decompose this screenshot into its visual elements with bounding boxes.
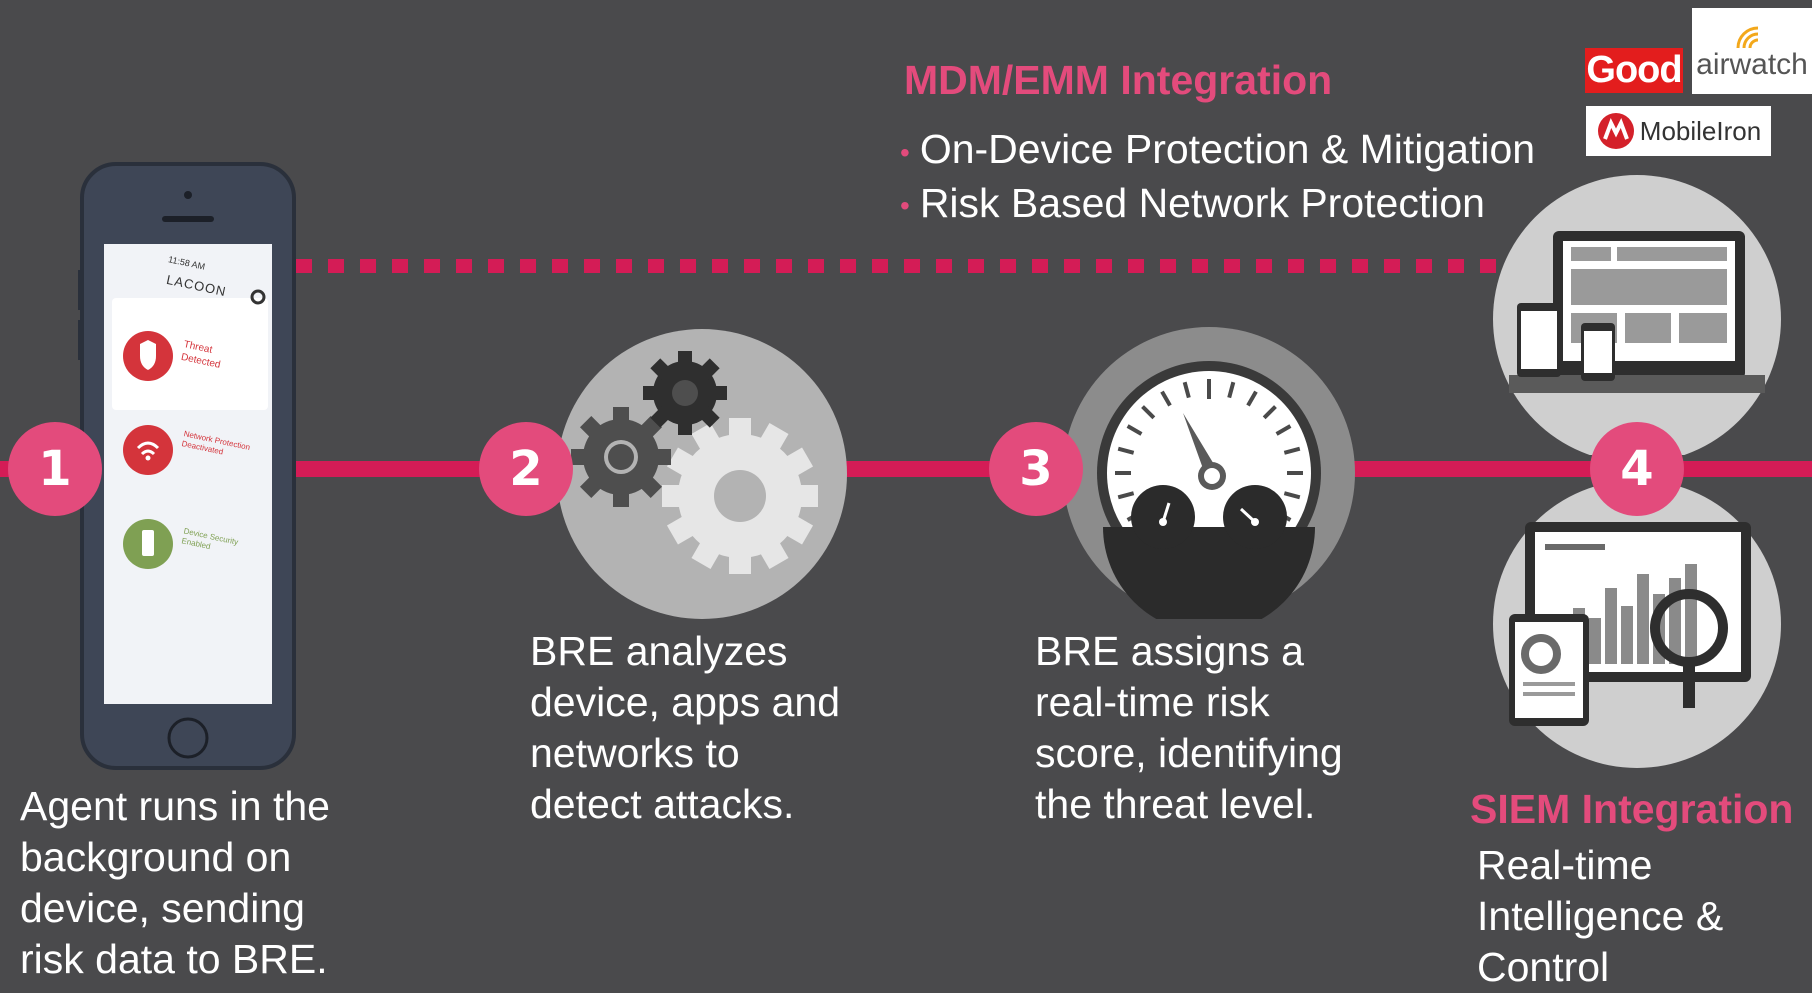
mdm-bullet-text: On-Device Protection & Mitigation (919, 126, 1536, 172)
good-logo: Good (1585, 48, 1683, 93)
bullet-icon: • (900, 136, 910, 168)
mdm-bullet-item: • Risk Based Network Protection (900, 178, 1535, 232)
airwatch-logo: airwatch (1692, 8, 1812, 94)
step-4-badge: 4 (1590, 422, 1684, 516)
step-1-description: Agent runs in the background on device, … (20, 783, 330, 982)
devices-icon (1493, 175, 1781, 463)
step-2-description: BRE analyzes device, apps and networks t… (530, 628, 841, 827)
main-connector-line (0, 461, 1812, 477)
step-1-badge: 1 (8, 422, 102, 516)
step-2-badge: 2 (479, 422, 573, 516)
mdm-dotted-connector (296, 259, 1511, 273)
mdm-bullet-list: • On-Device Protection & Mitigation • Risk… (900, 124, 1535, 231)
siem-heading: SIEM Integration (1470, 786, 1794, 832)
gears-icon (557, 329, 847, 619)
mdm-bullet-text: Risk Based Network Protection (919, 179, 1485, 226)
bullet-icon: • (900, 190, 910, 222)
gauge-icon (1063, 327, 1355, 633)
mdm-heading: MDM/EMM Integration (904, 57, 1333, 103)
airwatch-logo-text: airwatch (1696, 48, 1808, 81)
step-3-description: BRE assigns a real-time risk score, iden… (1035, 628, 1343, 827)
step-3-badge: 3 (989, 422, 1083, 516)
siem-description: Real-time Intelligence & Control (1477, 842, 1724, 990)
analytics-monitor-icon (1493, 478, 1781, 770)
smartphone-icon: 11:58 AM LACOON Threat Detected Network … (78, 160, 298, 772)
mobileiron-mark-icon (1597, 113, 1634, 149)
mdm-bullet-item: • On-Device Protection & Mitigation (900, 124, 1535, 178)
airwatch-signal-icon (1736, 26, 1759, 49)
mobileiron-logo-text: MobileIron (1639, 115, 1762, 146)
mobileiron-logo: MobileIron (1586, 106, 1771, 156)
